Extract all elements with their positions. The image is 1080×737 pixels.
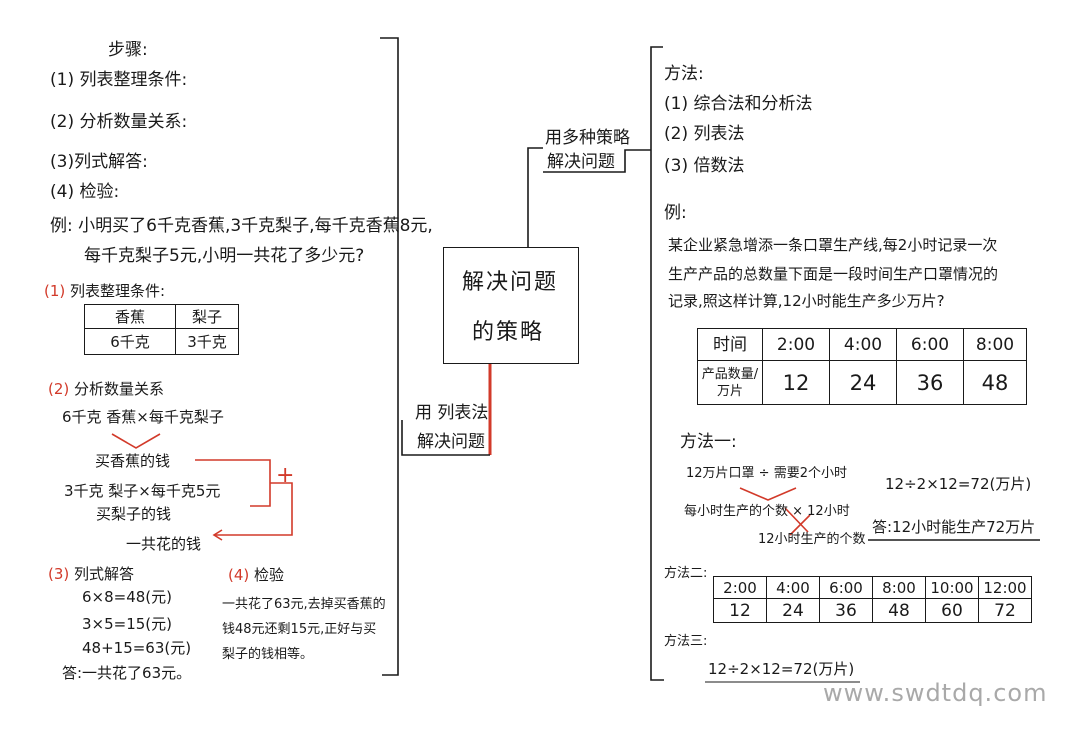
method3-calculation: 12÷2×12=72(万片) [708, 660, 855, 678]
steps-title: 步骤: [108, 40, 148, 60]
left-section-3: (3) 列式解答 [48, 565, 134, 583]
step-4: (4) 检验: [50, 182, 120, 202]
fruit-table-header-pear: 梨子 [175, 304, 239, 329]
plus-sign: + [276, 463, 295, 488]
branch-top-label-line2: 解决问题 [547, 152, 615, 172]
extended-table-value: 12 [713, 598, 767, 623]
extended-table-time: 12:00 [978, 576, 1032, 599]
production-table-row-label-quantity: 产品数量/万片 [697, 360, 763, 405]
method1-title: 方法一: [680, 432, 737, 452]
central-topic-box: 解决问题 的策略 [443, 247, 579, 364]
relation-line-1: 6千克 香蕉×每千克梨子 [62, 408, 224, 426]
extended-table-time: 10:00 [925, 576, 979, 599]
equation-1: 6×8=48(元) [82, 588, 173, 606]
method-2: (2) 列表法 [664, 124, 745, 144]
section-3-label: 列式解答 [74, 565, 135, 583]
method2-title: 方法二: [664, 566, 708, 581]
extended-table-value: 48 [872, 598, 926, 623]
production-table-time: 6:00 [896, 328, 964, 361]
step-2: (2) 分析数量关系: [50, 112, 188, 132]
extended-table-value: 24 [766, 598, 820, 623]
production-table-value: 24 [829, 360, 897, 405]
branch-top-label-line1: 用多种策略 [545, 128, 630, 148]
check-line-2: 钱48元还剩15元,正好与买 [222, 622, 377, 637]
extended-table-value: 72 [978, 598, 1032, 623]
extended-table-time: 6:00 [819, 576, 873, 599]
fruit-table-header-banana: 香蕉 [84, 304, 176, 329]
production-table-value: 36 [896, 360, 964, 405]
equation-2: 3×5=15(元) [82, 615, 173, 633]
method1-step-2: 每小时生产的个数 × 12小时 [684, 504, 850, 519]
section-1-number: (1) [44, 282, 66, 300]
fruit-table: 香蕉 梨子 6千克 3千克 [84, 304, 239, 355]
method-3: (3) 倍数法 [664, 156, 745, 176]
left-section-1: (1) 列表整理条件: [44, 282, 165, 300]
section-4-label: 检验 [254, 566, 285, 584]
relation-line-5: 一共花的钱 [126, 535, 202, 553]
method1-step-3: 12小时生产的个数 [758, 532, 866, 547]
right-example-line-2: 生产产品的总数量下面是一段时间生产口罩情况的 [668, 265, 999, 283]
section-3-number: (3) [48, 565, 70, 583]
central-topic-line1: 解决问题 [462, 270, 559, 295]
relation-line-2: 买香蕉的钱 [95, 452, 171, 470]
branch-bottom-label-line1: 用 列表法 [415, 403, 489, 423]
central-topic-line2: 的策略 [472, 320, 545, 345]
section-2-label: 分析数量关系 [74, 380, 165, 398]
right-example-line-3: 记录,照这样计算,12小时能生产多少万片? [668, 292, 945, 310]
relation-line-3: 3千克 梨子×每千克5元 [64, 482, 221, 500]
branch-bottom-label-line2: 解决问题 [417, 432, 485, 452]
relation-line-4: 买梨子的钱 [96, 505, 172, 523]
left-answer: 答:一共花了63元。 [62, 664, 192, 682]
method1-calculation: 12÷2×12=72(万片) [885, 475, 1032, 493]
section-2-number: (2) [48, 380, 70, 398]
right-example-title: 例: [664, 203, 687, 223]
production-table-value: 48 [963, 360, 1027, 405]
right-example-line-1: 某企业紧急增添一条口罩生产线,每2小时记录一次 [668, 236, 998, 254]
method1-answer: 答:12小时能生产72万片 [872, 518, 1036, 536]
methods-title: 方法: [664, 64, 704, 84]
extended-table-value: 60 [925, 598, 979, 623]
section-1-label: 列表整理条件: [70, 282, 166, 300]
production-table-row-label-time: 时间 [697, 328, 763, 361]
method1-step-1: 12万片口罩 ÷ 需要2个小时 [686, 466, 847, 481]
extended-table-time: 2:00 [713, 576, 767, 599]
site-watermark: www.swdtdq.com [823, 679, 1048, 707]
equation-3: 48+15=63(元) [82, 639, 192, 657]
method-1: (1) 综合法和分析法 [664, 94, 813, 114]
example-line-2: 每千克梨子5元,小明一共花了多少元? [84, 246, 365, 266]
production-table-value: 12 [762, 360, 830, 405]
left-section-2: (2) 分析数量关系 [48, 380, 164, 398]
section-4-number: (4) [228, 566, 250, 584]
method3-title: 方法三: [664, 634, 708, 649]
production-table: 时间 2:00 4:00 6:00 8:00 产品数量/万片 12 24 36 … [697, 328, 1027, 405]
left-section-4: (4) 检验 [228, 566, 284, 584]
production-table-time: 8:00 [963, 328, 1027, 361]
fruit-table-cell-pear: 3千克 [175, 328, 239, 355]
step-3: (3)列式解答: [50, 152, 148, 172]
production-table-time: 4:00 [829, 328, 897, 361]
step-1: (1) 列表整理条件: [50, 70, 188, 90]
extended-table-value: 36 [819, 598, 873, 623]
fruit-table-cell-banana: 6千克 [84, 328, 176, 355]
check-line-1: 一共花了63元,去掉买香蕉的 [222, 597, 386, 612]
production-table-time: 2:00 [762, 328, 830, 361]
check-line-3: 梨子的钱相等。 [222, 647, 314, 662]
example-line-1: 例: 小明买了6千克香蕉,3千克梨子,每千克香蕉8元, [50, 216, 433, 236]
extended-table-time: 4:00 [766, 576, 820, 599]
extended-table: 2:00 4:00 6:00 8:00 10:00 12:00 12 24 36… [713, 576, 1032, 623]
extended-table-time: 8:00 [872, 576, 926, 599]
